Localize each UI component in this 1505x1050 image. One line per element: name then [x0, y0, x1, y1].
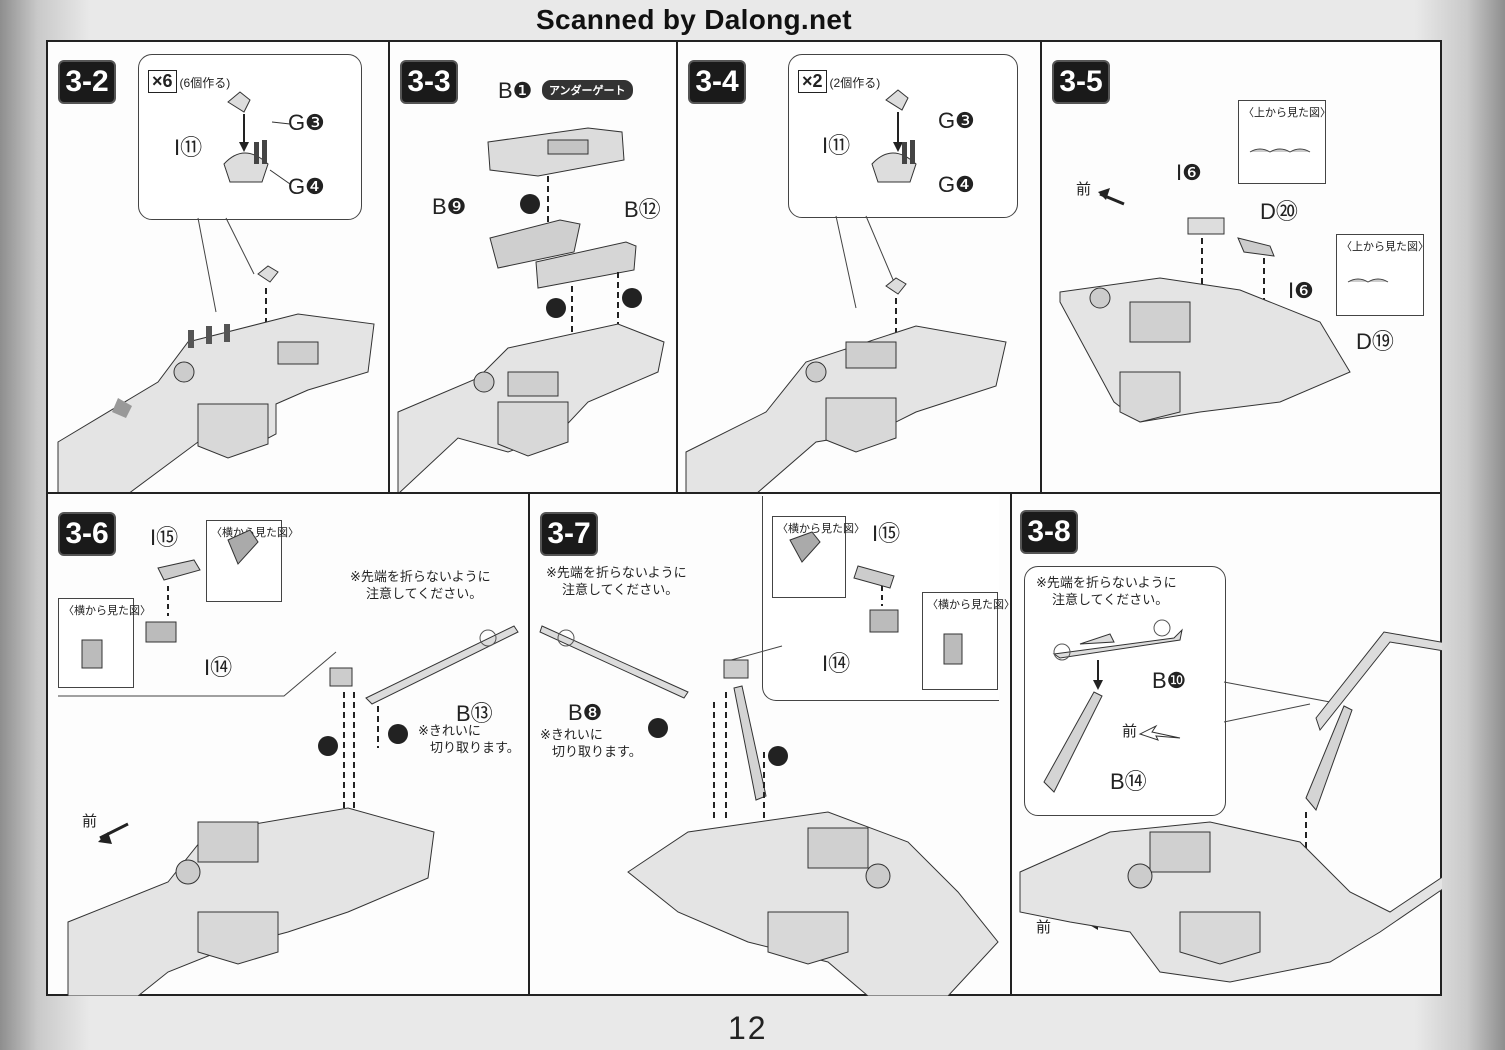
part-label: B⑫: [624, 197, 661, 222]
side-view-caption: 〈横から見た図〉: [211, 527, 299, 539]
note-line: 注意してください。: [366, 586, 483, 601]
step-major: 3: [695, 65, 712, 98]
quantity-multiplier: ×2: [798, 70, 827, 93]
note-line: ※きれいに: [540, 727, 603, 742]
tip-caution-note: ※先端を折らないように 注意してください。: [546, 564, 687, 598]
part-label: I⑪: [822, 133, 851, 158]
part-label: I⑭: [822, 651, 851, 676]
step-minor: -7: [564, 517, 591, 550]
step-number-badge: 3-5: [1052, 60, 1110, 104]
part-label: D⑳: [1260, 199, 1298, 224]
step-minor: -2: [82, 65, 109, 98]
note-line: 注意してください。: [562, 582, 679, 597]
step-minor: -6: [82, 517, 109, 550]
step-number-badge: 3-4: [688, 60, 746, 104]
cut-cleanly-note: ※きれいに 切り取ります。: [418, 722, 520, 756]
tip-caution-note: ※先端を折らないように 注意してください。: [350, 568, 491, 602]
part-label: G❸: [938, 108, 975, 133]
scan-credit-banner: Scanned by Dalong.net: [536, 4, 852, 35]
part-label: B❾: [432, 194, 467, 219]
note-line: ※先端を折らないように: [350, 569, 491, 584]
step-minor: -3: [424, 65, 451, 98]
part-label: G❸: [288, 110, 325, 135]
top-view-inset: 〈上から見た図〉: [1238, 100, 1331, 184]
note-line: ※先端を折らないように: [546, 565, 687, 580]
turret-assembly-drawing: [685, 89, 1007, 492]
part-label: B⑭: [1110, 769, 1147, 794]
side-view-inset: 〈横から見た図〉: [206, 520, 299, 602]
part-label: I⑭: [204, 655, 233, 680]
note-line: 切り取ります。: [552, 744, 642, 759]
step-3-7-panel: 3-7 〈横から見た図〉 〈横から見た図〉 I⑮ I⑭ B❽ ※先端を折らないよ…: [528, 492, 1012, 996]
note-line: ※先端を折らないように: [1036, 575, 1177, 590]
sail-assembly-drawing: [539, 531, 999, 996]
front-label: 前: [1076, 181, 1092, 198]
note-line: 切り取ります。: [430, 740, 520, 755]
note-line: 注意してください。: [1052, 592, 1169, 607]
part-label: B❿: [1152, 668, 1187, 693]
hull-assembly-drawing: [397, 127, 665, 492]
step-major: 3: [65, 517, 82, 550]
step-minor: -5: [1076, 65, 1103, 98]
step-major: 3: [1059, 65, 1076, 98]
part-label: I⑮: [150, 525, 179, 550]
top-view-caption: 〈上から見た図〉: [1341, 241, 1429, 253]
step-3-6-panel: 3-6 〈横から見た図〉 〈横から見た図〉 I⑮ I⑭ B⑬ ※先端を折らないよ…: [48, 492, 530, 996]
under-gate-tag: アンダーゲート: [542, 80, 633, 100]
part-label: B❽: [568, 700, 603, 725]
side-view-inset: 〈横から見た図〉: [772, 516, 865, 598]
side-view-caption: 〈横から見た図〉: [63, 605, 151, 617]
step-3-2-panel: 3-2 ×6(6個作る) I⑪ G❸ G❹: [48, 42, 390, 494]
part-label: I⑮: [872, 521, 901, 546]
note-line: ※きれいに: [418, 723, 481, 738]
side-view-caption: 〈横から見た図〉: [777, 523, 865, 535]
step-3-3-panel: 3-3 B❶ アンダーゲート B❾ B⑫: [388, 42, 678, 494]
tip-caution-note: ※先端を折らないように 注意してください。: [1036, 574, 1177, 608]
side-view-caption: 〈横から見た図〉: [927, 599, 1012, 611]
part-label: B⑬: [456, 701, 493, 726]
step-major: 3: [547, 517, 564, 550]
part-label: G❹: [288, 174, 325, 199]
front-label: 前: [1036, 919, 1052, 936]
quantity-text: (6個作る): [179, 76, 231, 90]
step-major: 3: [65, 65, 82, 98]
part-label: B❶: [498, 78, 533, 103]
front-label: 前: [82, 813, 98, 830]
quantity-text: (2個作る): [829, 76, 881, 90]
step-number-badge: 3-6: [58, 512, 116, 556]
page-number: 12: [728, 1010, 768, 1046]
quantity-note: ×6(6個作る): [148, 70, 230, 93]
step-number-badge: 3-3: [400, 60, 458, 104]
step-major: 3: [1027, 515, 1044, 548]
step-minor: -4: [712, 65, 739, 98]
hull-assembly-drawing: [1059, 148, 1389, 423]
cut-cleanly-note: ※きれいに 切り取ります。: [540, 726, 642, 760]
step-3-4-panel: 3-4 ×2(2個作る) I⑪ G❸ G❹: [676, 42, 1042, 494]
quantity-note: ×2(2個作る): [798, 70, 880, 93]
sail-assembly-drawing: [58, 529, 519, 996]
step-major: 3: [407, 65, 424, 98]
step-number-badge: 3-8: [1020, 510, 1078, 554]
step-3-8-panel: 3-8 ※先端を折らないように 注意してください。 B❿ B⑭ 前 前: [1010, 492, 1442, 996]
part-label: I⑪: [174, 135, 203, 160]
part-label: G❹: [938, 172, 975, 197]
step-number-badge: 3-7: [540, 512, 598, 556]
front-label: 前: [1122, 723, 1138, 740]
step-minor: -8: [1044, 515, 1071, 548]
top-view-caption: 〈上から見た図〉: [1243, 107, 1331, 119]
turret-assembly-drawing: [57, 91, 375, 492]
quantity-multiplier: ×6: [148, 70, 177, 93]
detail-callout: [138, 54, 362, 220]
step-3-5-panel: 3-5 〈上から見た図〉 〈上から見た図〉 前 I❻ D⑳ I❻ D⑲: [1040, 42, 1442, 494]
instruction-sheet: 3-2 ×6(6個作る) I⑪ G❸ G❹: [46, 40, 1442, 996]
part-label: D⑲: [1356, 329, 1394, 354]
part-label: I❻: [1288, 278, 1314, 303]
wing-assembly-drawing: [1019, 619, 1442, 983]
top-view-inset: 〈上から見た図〉: [1336, 234, 1429, 316]
step-number-badge: 3-2: [58, 60, 116, 104]
part-label: I❻: [1176, 160, 1202, 185]
side-view-inset: 〈横から見た図〉: [922, 592, 1010, 690]
